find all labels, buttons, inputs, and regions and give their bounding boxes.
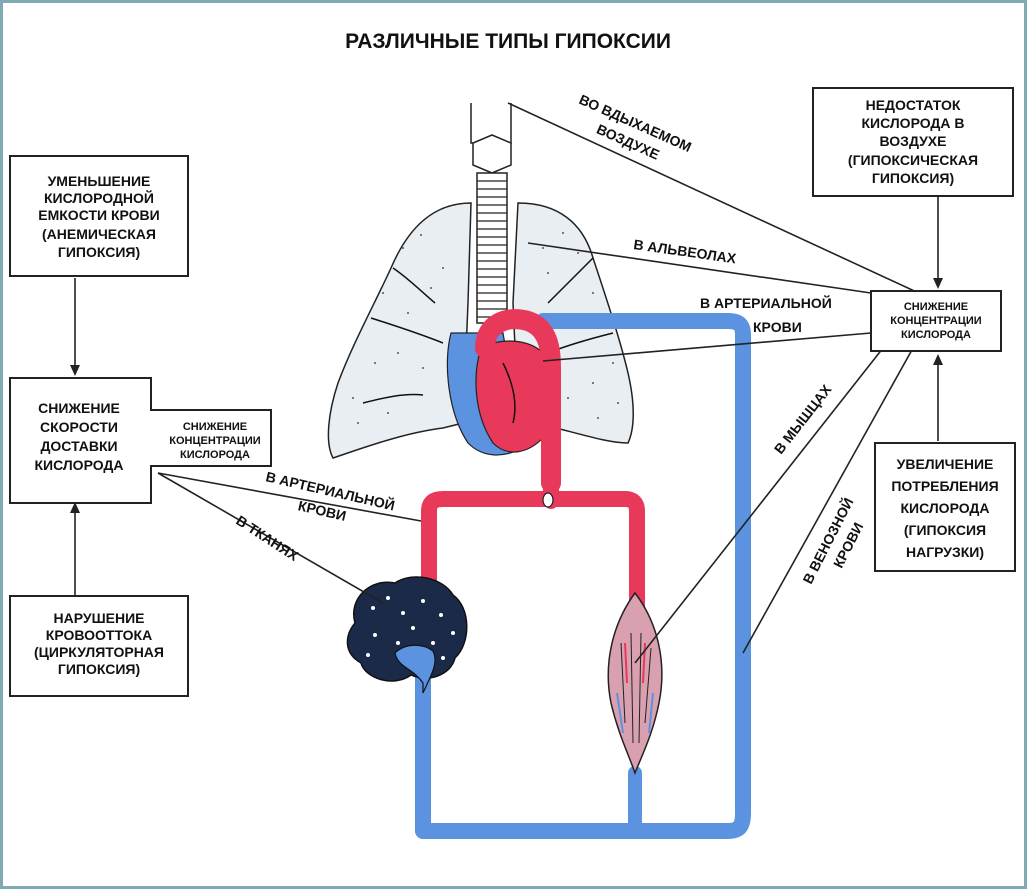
- box-concentration-line: КИСЛОРОДА: [901, 329, 971, 341]
- box-anemic-line: КИСЛОРОДНОЙ: [44, 189, 154, 206]
- box-hypoxic-line: (ГИПОКСИЧЕСКАЯ: [848, 152, 978, 168]
- box-hypoxic: НЕДОСТАТОК КИСЛОРОДА В ВОЗДУХЕ (ГИПОКСИЧ…: [813, 88, 1013, 196]
- hypoxia-diagram: РАЗЛИЧНЫЕ ТИПЫ ГИПОКСИИ: [3, 3, 1024, 886]
- label-inhaled-air: ВО ВДЫХАЕМОМ ВОЗДУХЕ: [569, 91, 694, 173]
- box-circulatory-line: ГИПОКСИЯ): [58, 661, 140, 677]
- box-anemic-line: (АНЕМИЧЕСКАЯ: [42, 226, 156, 242]
- box-load-line: (ГИПОКСИЯ: [904, 522, 986, 538]
- label-alveoli-text: В АЛЬВЕОЛАХ: [633, 236, 738, 266]
- box-concentration-line: КОНЦЕНТРАЦИИ: [890, 315, 982, 327]
- box-concentration: СНИЖЕНИЕ КОНЦЕНТРАЦИИ КИСЛОРОДА: [871, 291, 1001, 351]
- box-load: УВЕЛИЧЕНИЕ ПОТРЕБЛЕНИЯ КИСЛОРОДА (ГИПОКС…: [875, 443, 1015, 571]
- box-circulatory-line: (ЦИРКУЛЯТОРНАЯ: [34, 644, 164, 660]
- box-circulatory: НАРУШЕНИЕ КРОВООТТОКА (ЦИРКУЛЯТОРНАЯ ГИП…: [10, 596, 188, 696]
- box-delivery-line: КИСЛОРОДА: [34, 457, 123, 473]
- box-hypoxic-line: КИСЛОРОДА В: [861, 115, 964, 131]
- label-alveoli: В АЛЬВЕОЛАХ: [633, 236, 738, 266]
- label-arterial-right-line: В АРТЕРИАЛЬНОЙ: [700, 294, 832, 311]
- box-delivery-line: СКОРОСТИ: [40, 419, 118, 435]
- box-load-line: ПОТРЕБЛЕНИЯ: [891, 478, 998, 494]
- box-hypoxic-line: НЕДОСТАТОК: [866, 97, 961, 113]
- page-title: РАЗЛИЧНЫЕ ТИПЫ ГИПОКСИИ: [345, 30, 671, 53]
- box-anemic-line: ГИПОКСИЯ): [58, 244, 140, 260]
- box-load-line: НАГРУЗКИ): [906, 544, 984, 560]
- box-anemic-line: УМЕНЬШЕНИЕ: [48, 173, 151, 189]
- box-anemic: УМЕНЬШЕНИЕ КИСЛОРОДНОЙ ЕМКОСТИ КРОВИ (АН…: [10, 156, 188, 276]
- box-delivery-line: СНИЖЕНИЕ: [38, 400, 120, 416]
- muscle: [608, 593, 662, 773]
- box-circulatory-line: НАРУШЕНИЕ: [54, 610, 145, 626]
- brain: [347, 577, 466, 693]
- label-venous: В ВЕНОЗНОЙ КРОВИ: [799, 495, 875, 596]
- box-circulatory-line: КРОВООТТОКА: [46, 627, 152, 643]
- box-hypoxic-line: ВОЗДУХЕ: [880, 133, 947, 149]
- label-arterial-right-line: КРОВИ: [753, 319, 802, 335]
- label-muscles: В МЫШЦАХ: [771, 381, 835, 457]
- box-delivery-conc-line: КИСЛОРОДА: [180, 449, 250, 461]
- box-load-line: УВЕЛИЧЕНИЕ: [897, 456, 994, 472]
- box-concentration-line: СНИЖЕНИЕ: [904, 301, 968, 313]
- label-tissues: В ТКАНЯХ: [233, 512, 302, 564]
- box-hypoxic-line: ГИПОКСИЯ): [872, 170, 954, 186]
- box-load-line: КИСЛОРОДА: [900, 500, 989, 516]
- box-delivery-conc-line: СНИЖЕНИЕ: [183, 421, 247, 433]
- box-delivery-conc-line: КОНЦЕНТРАЦИИ: [169, 435, 261, 447]
- trachea: [471, 103, 511, 323]
- label-muscles-text: В МЫШЦАХ: [771, 381, 835, 457]
- box-anemic-line: ЕМКОСТИ КРОВИ: [38, 207, 159, 223]
- left-lung: [328, 203, 471, 458]
- box-delivery: СНИЖЕНИЕ СКОРОСТИ ДОСТАВКИ КИСЛОРОДА СНИ…: [10, 378, 271, 503]
- label-tissues-text: В ТКАНЯХ: [233, 512, 302, 564]
- box-delivery-line: ДОСТАВКИ: [40, 438, 117, 454]
- label-arterial-left: В АРТЕРИАЛЬНОЙ КРОВИ: [260, 467, 397, 534]
